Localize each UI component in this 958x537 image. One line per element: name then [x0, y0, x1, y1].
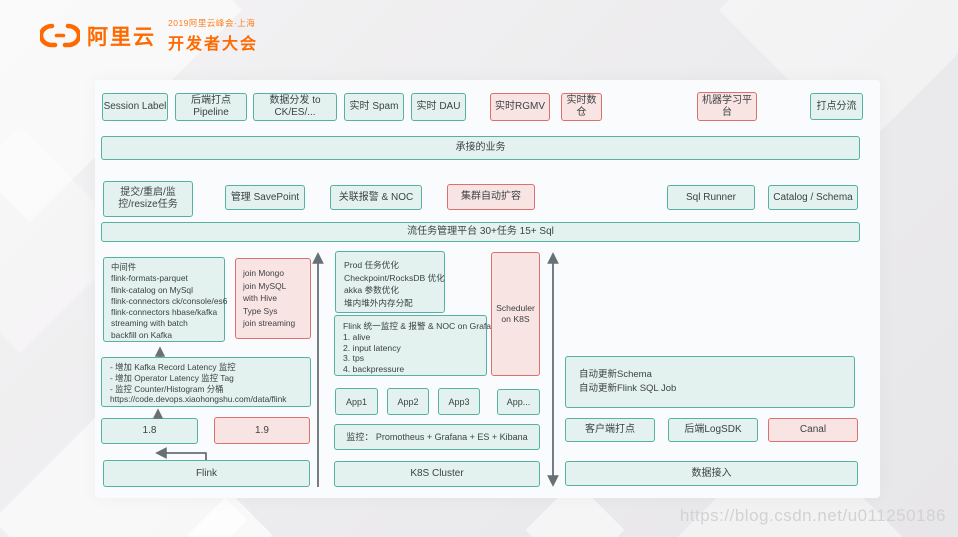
- node-session-label: Session Label: [102, 93, 168, 121]
- node-monitor-stack: 监控： Promotheus + Grafana + ES + Kibana: [334, 424, 540, 450]
- event-name: 开发者大会: [168, 36, 259, 53]
- node-app3: App3: [438, 388, 480, 415]
- node-realtime-dw: 实时数仓: [561, 93, 602, 121]
- node-submit-restart: 提交/重启/监控/resize任务: [103, 181, 193, 217]
- node-catalog-schema: Catalog / Schema: [768, 185, 858, 210]
- node-backend-pipeline: 后端打点 Pipeline: [175, 93, 247, 121]
- node-realtime-spam: 实时 Spam: [344, 93, 404, 121]
- node-flink-base: Flink: [103, 460, 310, 487]
- header-brand: 阿里云 2019阿里云峰会·上海 开发者大会: [40, 17, 258, 54]
- node-realtime-rgmv: 实时RGMV: [490, 93, 550, 121]
- node-data-ingest: 数据接入: [565, 461, 858, 486]
- node-latency-monitoring: - 增加 Kafka Record Latency 监控 - 增加 Operat…: [101, 357, 311, 407]
- alicloud-logo-icon: [40, 23, 80, 48]
- node-scheduler-k8s: Scheduler on K8S: [491, 252, 540, 376]
- node-backend-logsdk: 后端LogSDK: [668, 418, 758, 442]
- event-title: 2019阿里云峰会·上海 开发者大会: [168, 17, 258, 54]
- watermark-url: https://blog.csdn.net/u011250186: [679, 506, 946, 525]
- node-app1: App1: [335, 388, 378, 415]
- node-app2: App2: [387, 388, 429, 415]
- band-stream-platform: 流任务管理平台 30+任务 15+ Sql: [101, 222, 860, 242]
- node-sql-runner: Sql Runner: [667, 185, 755, 210]
- brand-name: 阿里云: [87, 25, 156, 49]
- node-k8s-cluster: K8S Cluster: [334, 461, 540, 487]
- node-prod-tuning: Prod 任务优化 Checkpoint/RocksDB 优化 akka 参数优…: [335, 251, 445, 313]
- event-subtitle: 2019阿里云峰会·上海: [168, 18, 256, 28]
- node-middleware-list: 中间件 flink-formats-parquet flink-catalog …: [103, 257, 227, 342]
- node-unified-monitoring: Flink 统一监控 & 报警 & NOC on Grafana 1. aliv…: [334, 315, 501, 376]
- node-app-more: App...: [497, 389, 540, 415]
- node-flink-19: 1.9: [214, 417, 310, 444]
- node-alert-noc: 关联报警 & NOC: [330, 185, 422, 210]
- node-canal: Canal: [768, 418, 858, 442]
- node-join-features: join Mongo join MySQL with Hive Type Sys…: [235, 258, 311, 339]
- node-tracking-split: 打点分流: [810, 93, 863, 120]
- node-auto-update: 自动更新Schema 自动更新Flink SQL Job: [565, 356, 855, 408]
- node-client-tracking: 客户端打点: [565, 418, 655, 442]
- node-realtime-dau: 实时 DAU: [411, 93, 466, 121]
- node-flink-18: 1.8: [101, 418, 198, 444]
- node-ml-platform: 机器学习平台: [697, 92, 757, 121]
- node-autoscale: 集群自动扩容: [447, 184, 535, 210]
- node-data-dispatch: 数据分发 to CK/ES/...: [253, 93, 337, 121]
- band-business: 承接的业务: [101, 136, 860, 160]
- node-savepoint: 管理 SavePoint: [225, 185, 305, 210]
